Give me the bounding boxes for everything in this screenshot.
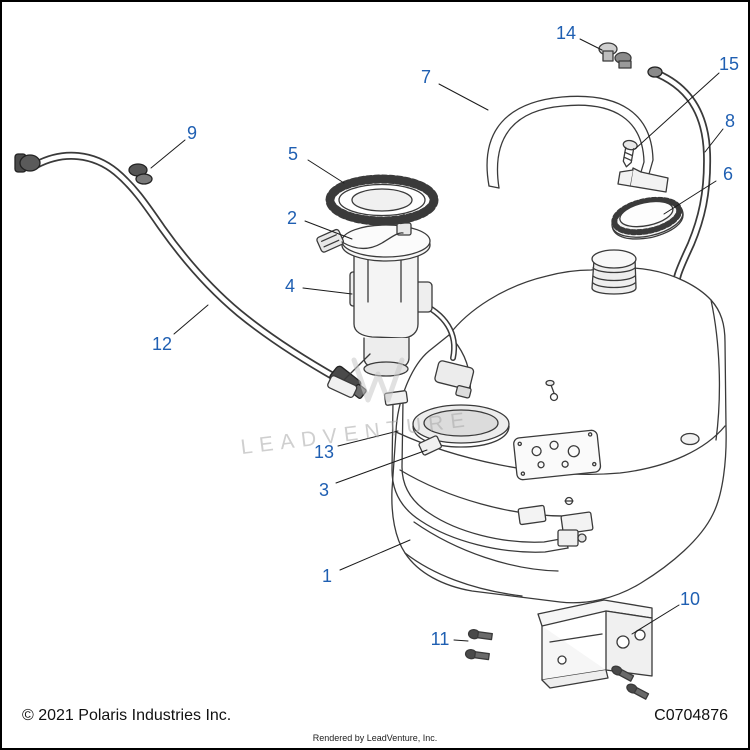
leader-line-15 — [634, 72, 720, 150]
lock-ring — [325, 174, 439, 226]
callout-8[interactable]: 8 — [724, 111, 736, 131]
fuel-pump-assembly — [316, 174, 475, 399]
callout-12[interactable]: 12 — [151, 334, 173, 354]
callout-4[interactable]: 4 — [284, 276, 296, 296]
callout-13[interactable]: 13 — [313, 442, 335, 462]
leader-line-11 — [453, 639, 469, 642]
mounting-bracket — [537, 599, 653, 700]
callout-5[interactable]: 5 — [287, 144, 299, 164]
tank-strap — [383, 390, 587, 553]
callout-15[interactable]: 15 — [718, 54, 740, 74]
rendered-by-text: Rendered by LeadVenture, Inc. — [312, 733, 438, 743]
vent-valve — [598, 42, 632, 69]
fuel-line — [14, 151, 367, 399]
callout-2[interactable]: 2 — [286, 208, 298, 228]
vent-hose — [647, 66, 712, 300]
leader-line-13 — [337, 430, 399, 447]
leader-line-12 — [173, 304, 209, 335]
leader-line-7 — [438, 83, 489, 111]
leader-line-6 — [663, 180, 717, 215]
leader-line-9 — [150, 139, 186, 169]
bolts — [464, 628, 493, 661]
fuel-cap — [611, 196, 684, 240]
callout-11[interactable]: 11 — [430, 629, 450, 649]
leader-line-5 — [307, 159, 345, 184]
leader-line-10 — [631, 604, 680, 635]
callout-10[interactable]: 10 — [679, 589, 701, 609]
callout-7[interactable]: 7 — [420, 67, 432, 87]
callout-6[interactable]: 6 — [722, 164, 734, 184]
copyright-text: © 2021 Polaris Industries Inc. — [22, 707, 232, 724]
callout-9[interactable]: 9 — [186, 123, 198, 143]
leader-lines — [150, 38, 724, 642]
leader-line-14 — [579, 38, 603, 51]
part-number-text: C0704876 — [654, 707, 728, 724]
leadventure-watermark-icon — [351, 357, 405, 403]
strap-screw — [622, 139, 638, 168]
leader-line-4 — [302, 287, 353, 295]
upper-strap — [486, 95, 669, 193]
callout-1[interactable]: 1 — [321, 566, 333, 586]
leader-line-8 — [704, 128, 724, 153]
fuel-tank — [391, 249, 727, 604]
grommet — [128, 163, 153, 185]
leader-line-3 — [335, 449, 428, 484]
callout-14[interactable]: 14 — [555, 23, 577, 43]
filler-neck — [591, 249, 637, 295]
electrical-connector — [316, 228, 404, 253]
callout-3[interactable]: 3 — [318, 480, 330, 500]
leader-line-1 — [339, 539, 411, 571]
leader-line-2 — [304, 220, 353, 240]
